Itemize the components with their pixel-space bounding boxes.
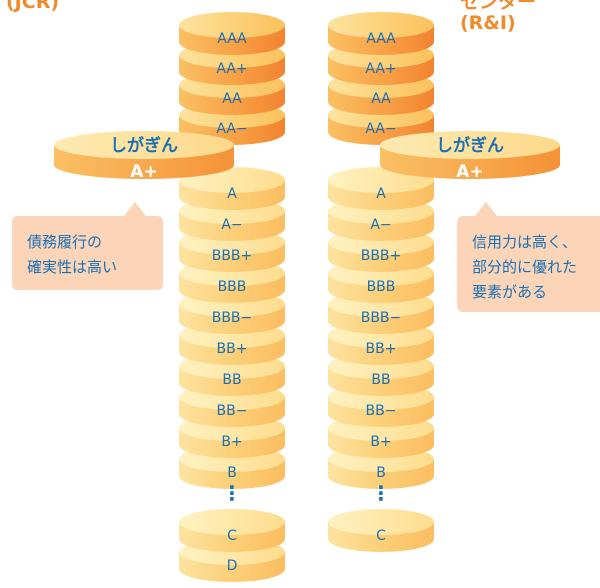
rating-coin-upper: AAA — [328, 12, 434, 55]
rating-label: AAA — [366, 31, 396, 47]
rating-label: A− — [370, 217, 391, 233]
rating-label: BB+ — [366, 341, 397, 357]
rating-coin-bottom: C — [179, 509, 285, 552]
ri-callout-line-1: 信用力は高く、 — [472, 233, 577, 251]
jcr-callout-line-1: 債務履行の — [27, 233, 102, 251]
left-agency-label: (JCR) — [6, 0, 60, 13]
ri-rating-description-callout: 信用力は高く、 部分的に優れた 要素がある — [457, 202, 600, 312]
ri-shigagin-rating-ring: しがぎん A+ — [380, 131, 560, 182]
rating-label: A− — [221, 217, 242, 233]
rating-ellipsis: ⋮ — [222, 481, 242, 505]
ri-callout-line-2: 部分的に優れた — [472, 258, 577, 276]
rating-label: BBB — [218, 279, 247, 295]
rating-label: AA+ — [216, 61, 247, 77]
rating-label: A — [376, 186, 386, 202]
rating-coin-lower: A — [179, 167, 285, 210]
rating-label: C — [227, 528, 237, 544]
bank-name-label: しがぎん — [110, 135, 178, 156]
rating-label: AA+ — [365, 61, 396, 77]
rating-label: BBB+ — [212, 248, 253, 264]
rating-label: B — [227, 465, 237, 481]
rating-label: C — [376, 528, 386, 544]
rating-label: BBB — [367, 279, 396, 295]
right-agency-label-line1: センター — [460, 0, 537, 13]
rating-label: B+ — [221, 434, 242, 450]
rating-label: BB− — [217, 403, 248, 419]
rating-label: BB — [222, 372, 241, 388]
rating-label: BBB− — [212, 310, 253, 326]
right-agency-label-line2: (R&I) — [460, 12, 516, 34]
rating-label: BB− — [366, 403, 397, 419]
rating-coin-upper: AAA — [179, 12, 285, 55]
rating-label: BB — [371, 372, 390, 388]
rating-label: BBB− — [361, 310, 402, 326]
rating-coin-bottom: C — [328, 509, 434, 552]
rating-label: AAA — [217, 31, 247, 47]
rating-ellipsis: ⋮ — [371, 481, 391, 505]
rating-label: AA — [222, 91, 242, 107]
rating-label: D — [227, 558, 238, 574]
jcr-rating-description-callout: 債務履行の 確実性は高い — [12, 202, 163, 290]
bank-name-label: しがぎん — [436, 135, 504, 156]
rating-label: B — [376, 465, 386, 481]
rating-label: A — [227, 186, 237, 202]
rating-label: AA — [371, 91, 391, 107]
rating-label: B+ — [370, 434, 391, 450]
rating-label: BB+ — [217, 341, 248, 357]
rating-label: BBB+ — [361, 248, 402, 264]
bank-rating-label: A+ — [456, 162, 483, 182]
bank-rating-label: A+ — [130, 162, 157, 182]
jcr-shigagin-rating-ring: しがぎん A+ — [54, 131, 234, 182]
jcr-callout-line-2: 確実性は高い — [27, 258, 117, 276]
rating-label: AA− — [216, 121, 247, 137]
rating-label: AA− — [365, 121, 396, 137]
ri-callout-line-3: 要素がある — [472, 283, 547, 301]
